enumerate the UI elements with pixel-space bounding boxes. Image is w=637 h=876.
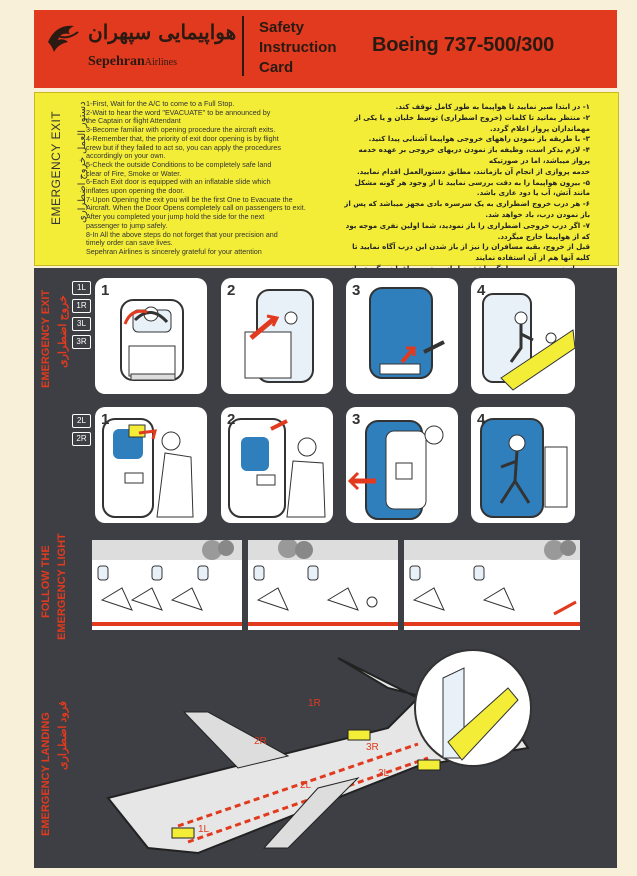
row2-step3-panel: 3 (346, 407, 458, 523)
step-number: 3 (352, 411, 361, 428)
row1-step2-panel: 2 (221, 278, 333, 394)
door-badge-2l: 2L (72, 414, 91, 428)
header-divider (242, 16, 244, 76)
exit-label-2l: 2L (300, 780, 312, 791)
exit-label-1r: 1R (308, 698, 321, 709)
cabin-crawl-illustration (248, 538, 398, 626)
place-hatch-outside-illustration (369, 287, 445, 379)
exit-labels: 1R 2R 3R 2L 3L 1L (198, 698, 390, 835)
cabin-smoke-illustration (92, 540, 242, 626)
aircraft-exit-diagram: 1R 2R 3R 2L 3L 1L (106, 649, 532, 855)
airline-logo: هواپیمایی سپهران SepehranAirlines (44, 14, 240, 82)
title-line-1: Safety (259, 19, 305, 36)
cabin-scene-2 (248, 538, 398, 630)
door-badge-3r: 3R (72, 335, 91, 349)
card-title: Safety Instruction Card (259, 18, 337, 78)
step-number: 1 (101, 411, 110, 428)
step-number: 2 (227, 282, 236, 299)
row1-step1-panel: 1 (95, 278, 207, 394)
cabin-scene-1 (92, 540, 242, 630)
follow-label-2: EMERGENCY LIGHT (56, 533, 68, 640)
exit-label-3r: 3R (366, 742, 379, 753)
title-line-2: Instruction (259, 39, 337, 56)
step-number: 4 (477, 282, 486, 299)
follow-label-1: FOLLOW THE (40, 545, 52, 618)
title-line-3: Card (259, 59, 294, 76)
rotate-handle-illustration (228, 418, 326, 518)
door-handle-illustration (102, 418, 194, 518)
jump-out-illustration (480, 418, 568, 518)
exit-label-1l: 1L (198, 824, 210, 835)
logo-english-text: SepehranAirlines (88, 54, 177, 70)
cabin-exit-light-illustration (404, 540, 580, 626)
overwing-exit-handle-illustration (120, 299, 184, 381)
exit-label-en: EMERGENCY EXIT (40, 289, 52, 388)
step-number: 2 (227, 411, 236, 428)
header-band (34, 10, 617, 88)
row1-step3-panel: 3 (346, 278, 458, 394)
door-badge-1l: 1L (72, 281, 91, 295)
step-number: 4 (477, 411, 486, 428)
door-badge-1r: 1R (72, 299, 91, 313)
slide-evacuation-illustration (482, 293, 575, 391)
row1-step4-panel: 4 (471, 278, 575, 394)
row2-step4-panel: 4 (471, 407, 575, 523)
step-number: 3 (352, 282, 361, 299)
landing-label-en: EMERGENCY LANDING (40, 712, 52, 836)
step-number: 1 (101, 282, 110, 299)
push-door-illustration (347, 420, 444, 520)
row2-step1-panel: 1 (95, 407, 207, 523)
aircraft-model: Boeing 737-500/300 (372, 34, 555, 56)
exit-label-2r: 2R (254, 736, 267, 747)
bird-logo-icon (48, 25, 79, 52)
door-badge-2r: 2R (72, 432, 91, 446)
logo-persian-text: هواپیمایی سپهران (88, 20, 237, 44)
logo-suffix: Airlines (144, 57, 178, 68)
landing-label-fa: فرود اضطراری (57, 700, 69, 770)
instructions-panel: EMERGENCY EXIT دستور العمل خروج اضطراری (34, 92, 619, 266)
door-badge-3l: 3L (72, 317, 91, 331)
cabin-scene-3 (404, 540, 580, 630)
row2-step2-panel: 2 (221, 407, 333, 523)
exit-label-fa: خروج اضطراری (57, 295, 69, 368)
logo-name: Sepehran (88, 54, 145, 69)
exit-label-3l: 3L (378, 768, 390, 779)
instructions-label-en: EMERGENCY EXIT (49, 110, 63, 225)
remove-hatch-illustration (244, 289, 314, 383)
instructions-english: 1-First, Wait for the A/C to come to a F… (86, 99, 306, 256)
